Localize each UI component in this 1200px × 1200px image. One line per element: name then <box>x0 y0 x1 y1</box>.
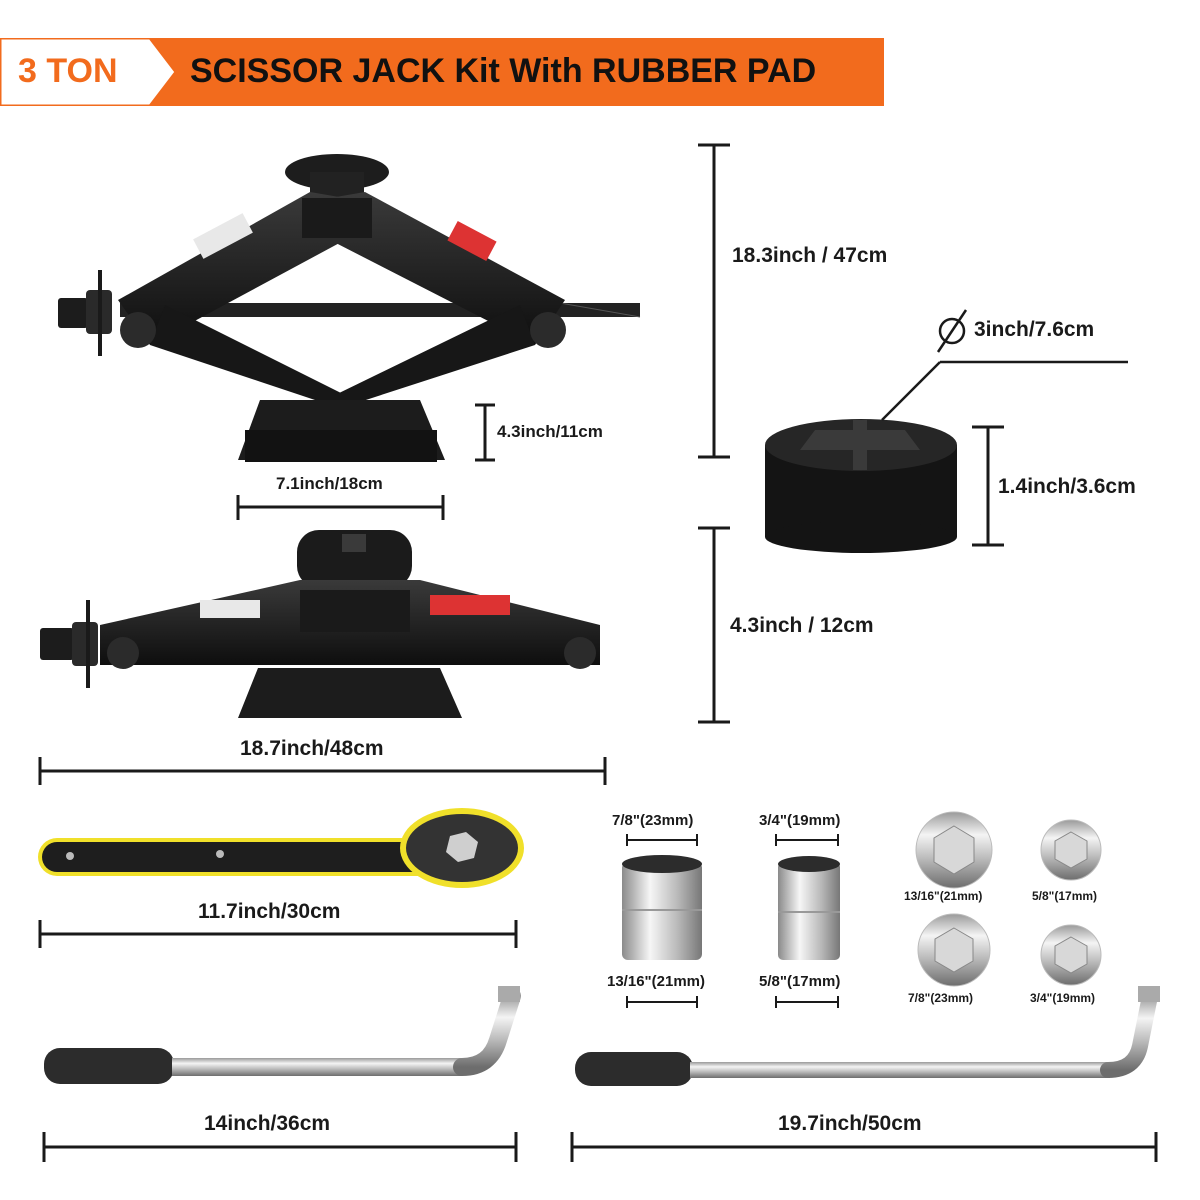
dim-pad-diameter <box>881 309 1128 421</box>
socket-23-21 <box>622 855 702 960</box>
lug-wrench-long <box>575 986 1160 1086</box>
product-title: SCISSOR JACK Kit With RUBBER PAD <box>190 52 817 90</box>
capacity-badge: 3 TON <box>18 52 118 90</box>
lug-wrench-short <box>44 986 521 1084</box>
pad-diameter-label: 3inch/7.6cm <box>974 318 1095 341</box>
dim-short-wrench <box>42 1132 518 1162</box>
socket-19-17 <box>778 856 840 960</box>
min-height-label: 4.3inch / 12cm <box>730 614 874 637</box>
dim-jack-length <box>38 757 607 785</box>
dim-min-height <box>698 526 730 724</box>
socket-end-views <box>915 811 1102 987</box>
dim-base-width <box>236 495 445 520</box>
socket-end-d-label: 3/4"(19mm) <box>1030 991 1096 1005</box>
dim-ratchet-length <box>38 920 518 948</box>
title-banner <box>0 38 884 106</box>
socket2-top-label: 3/4"(19mm) <box>759 812 841 829</box>
socket-end-b-label: 5/8"(17mm) <box>1032 889 1098 903</box>
long-wrench-length-label: 19.7inch/50cm <box>778 1112 922 1135</box>
socket-end-a-label: 13/16"(21mm) <box>904 889 983 903</box>
dim-pad-height <box>972 425 1004 547</box>
short-wrench-length-label: 14inch/36cm <box>204 1112 331 1135</box>
ratchet-length-label: 11.7inch/30cm <box>198 900 341 923</box>
socket-end-c-label: 7/8"(23mm) <box>908 991 974 1005</box>
base-width-label: 7.1inch/18cm <box>276 474 383 493</box>
dim-base-height <box>475 403 495 462</box>
scissor-jack-raised <box>58 154 641 462</box>
socket-dim-brackets <box>626 834 839 1008</box>
pad-height-label: 1.4inch/3.6cm <box>998 475 1136 498</box>
scissor-jack-lowered <box>40 530 600 718</box>
socket2-bottom-label: 5/8"(17mm) <box>759 973 841 990</box>
dim-max-height <box>698 143 730 459</box>
ratchet-wrench <box>38 808 524 888</box>
jack-length-label: 18.7inch/48cm <box>240 737 384 760</box>
base-height-label: 4.3inch/11cm <box>497 422 603 441</box>
dim-long-wrench <box>570 1132 1158 1162</box>
max-height-label: 18.3inch / 47cm <box>732 244 888 267</box>
rubber-pad <box>765 419 957 553</box>
socket1-top-label: 7/8"(23mm) <box>612 812 694 829</box>
socket1-bottom-label: 13/16"(21mm) <box>607 973 705 990</box>
